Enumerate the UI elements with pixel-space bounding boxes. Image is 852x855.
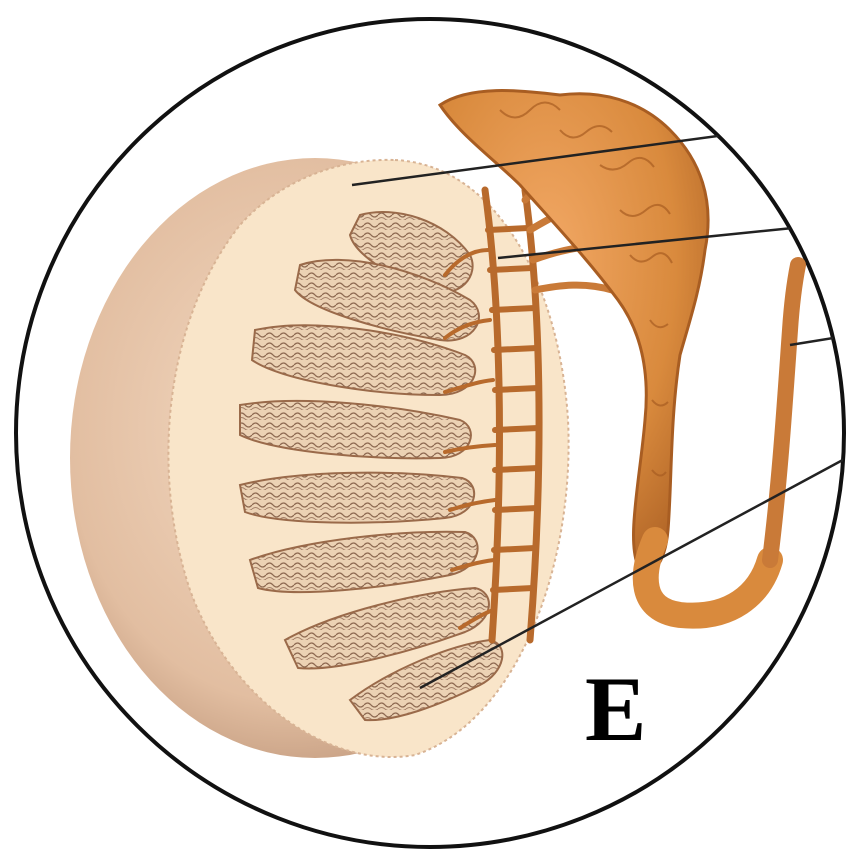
panel-letter: E	[585, 658, 646, 760]
lobule	[240, 473, 474, 523]
